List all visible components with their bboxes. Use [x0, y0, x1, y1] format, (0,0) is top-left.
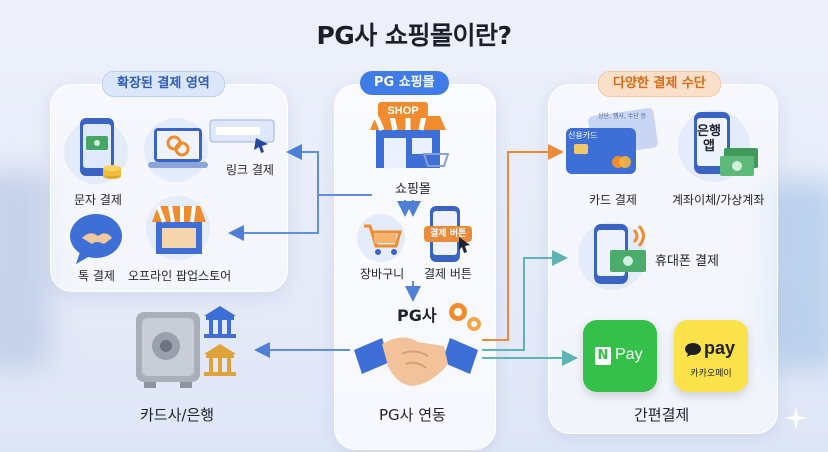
label-easy-pay: 간편결제 — [634, 406, 690, 424]
label-pg-link: PG사 연동 — [379, 406, 446, 424]
label-link-payment: 링크 결제 — [226, 163, 274, 177]
shop-sign-text: SHOP — [387, 105, 418, 117]
label-pg: PG사 — [397, 306, 437, 325]
sparkle-icon — [784, 406, 808, 430]
label-talk-payment: 톡 결제 — [78, 269, 115, 283]
label-mobile-payment: 휴대폰 결제 — [655, 254, 719, 269]
kakao-bubble-icon — [685, 343, 701, 357]
pill-extended-payment-area: 확장된 결제 영역 — [102, 71, 225, 97]
label-sms-payment: 문자 결제 — [74, 193, 122, 207]
npay-badge[interactable]: N Pay — [583, 320, 657, 392]
label-shop: 쇼핑몰 — [395, 182, 431, 197]
kakaopay-sub: 카카오페이 — [690, 369, 732, 379]
label-pay-button: 결제 버튼 — [424, 267, 472, 281]
arrows-to-left-panel — [228, 144, 372, 358]
chat-handshake-icon — [70, 214, 122, 264]
sms-phone-icon — [64, 118, 128, 184]
mobile-pay-icon — [578, 222, 646, 290]
bank-app-text: 은행 앱 — [697, 124, 721, 154]
npay-n-logo: N — [595, 347, 611, 365]
popup-store-icon — [146, 196, 210, 260]
pill-pg-shopping-mall: PG 쇼핑몰 — [360, 71, 449, 95]
shop-icon: SHOP — [370, 102, 450, 168]
card-text: 신용카드 — [568, 131, 598, 140]
kakaopay-badge[interactable]: pay 카카오페이 — [674, 320, 748, 392]
pill-payment-methods: 다양한 결제 수단 — [598, 71, 721, 97]
page-title: PG사 쇼핑몰이란? — [316, 21, 512, 50]
laptop-link-icon — [144, 118, 275, 182]
background-blur-right — [768, 180, 828, 370]
kakaopay-text: pay — [704, 338, 736, 358]
safe-bank-icon — [136, 306, 236, 388]
arrows-center-flow — [397, 200, 421, 302]
arrow-to-mobile — [482, 250, 568, 351]
npay-text: Pay — [615, 346, 643, 363]
bank-gold — [204, 344, 236, 376]
label-popup-store: 오프라인 팝업스토어 — [128, 269, 232, 283]
gear-icon — [449, 303, 481, 331]
handshake-icon — [354, 337, 478, 386]
label-transfer: 계좌이체/가상계좌 — [672, 193, 765, 207]
credit-card-icon — [566, 108, 658, 174]
bank-app-phone-icon — [678, 110, 758, 182]
label-card-payment: 카드 결제 — [589, 193, 637, 207]
background-blur-left — [0, 170, 50, 370]
label-cart: 장바구니 — [360, 267, 405, 281]
cursor-icon — [459, 237, 470, 253]
label-card-bank: 카드사/은행 — [140, 406, 215, 424]
cart-icon — [357, 214, 405, 262]
card-back-text: 상단, 행사, 수단 등 — [598, 113, 647, 120]
bank-blue — [204, 306, 236, 338]
arrow-to-card — [482, 144, 564, 341]
